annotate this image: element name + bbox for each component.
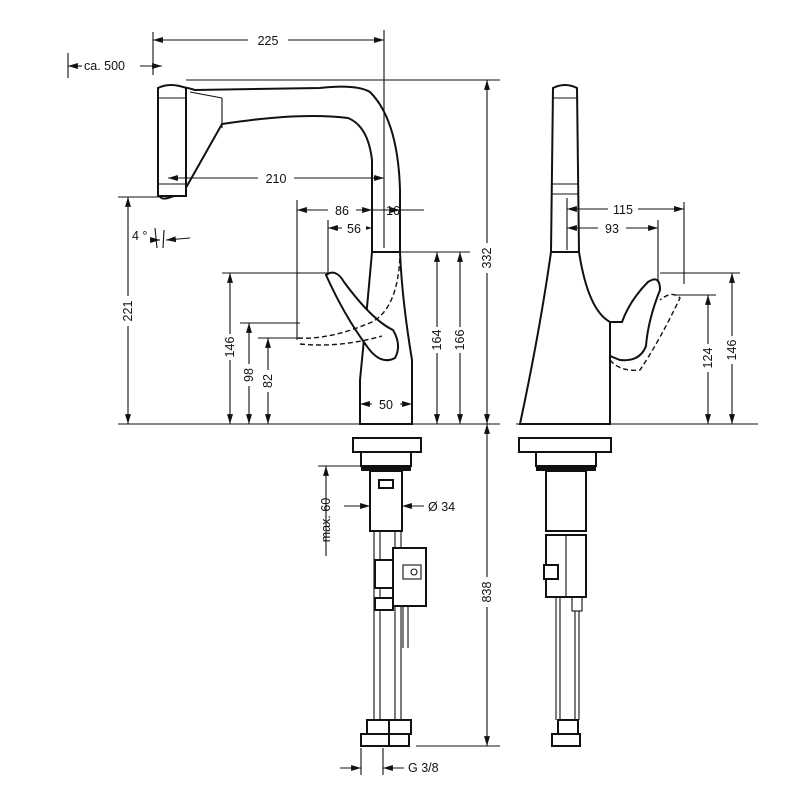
dim-838: 838 [480, 582, 494, 603]
handle-lever [324, 271, 399, 362]
dim-98: 98 [242, 368, 256, 382]
dim-dia-34: Ø 34 [428, 500, 455, 514]
side-mount-plate [518, 437, 612, 453]
side-dimensions: 115 93 124 146 [516, 198, 758, 425]
dim-86: 86 [335, 204, 349, 218]
mount-plate [352, 437, 422, 453]
dim-124: 124 [701, 348, 715, 369]
dim-g-3-8: G 3/8 [408, 761, 439, 775]
dim-332: 332 [480, 248, 494, 269]
dim-16: 16 [386, 204, 400, 218]
dim-221: 221 [121, 301, 135, 322]
side-spout [549, 84, 581, 253]
dim-166: 166 [453, 330, 467, 351]
dim-115: 115 [613, 203, 633, 217]
dim-210: 210 [266, 172, 287, 186]
front-view [157, 84, 427, 747]
dim-225: 225 [258, 34, 279, 48]
spray-head [157, 84, 187, 197]
dim-max-60: max. 60 [319, 498, 333, 543]
side-body [518, 251, 611, 425]
dim-82: 82 [261, 374, 275, 388]
dim-50: 50 [379, 398, 393, 412]
dim-146: 146 [223, 337, 237, 358]
side-handle [609, 278, 662, 362]
dim-4-deg: 4 ° [132, 229, 147, 243]
dim-164: 164 [430, 330, 444, 351]
dim-146-side: 146 [725, 340, 739, 361]
dim-ca-500: ca. 500 [84, 59, 125, 73]
front-dimensions: 225 ca. 500 210 86 16 56 4 ° 22 [67, 30, 500, 775]
side-view [518, 84, 681, 747]
dim-56: 56 [347, 222, 361, 236]
dim-93: 93 [605, 222, 619, 236]
handle-dashed [297, 254, 401, 339]
